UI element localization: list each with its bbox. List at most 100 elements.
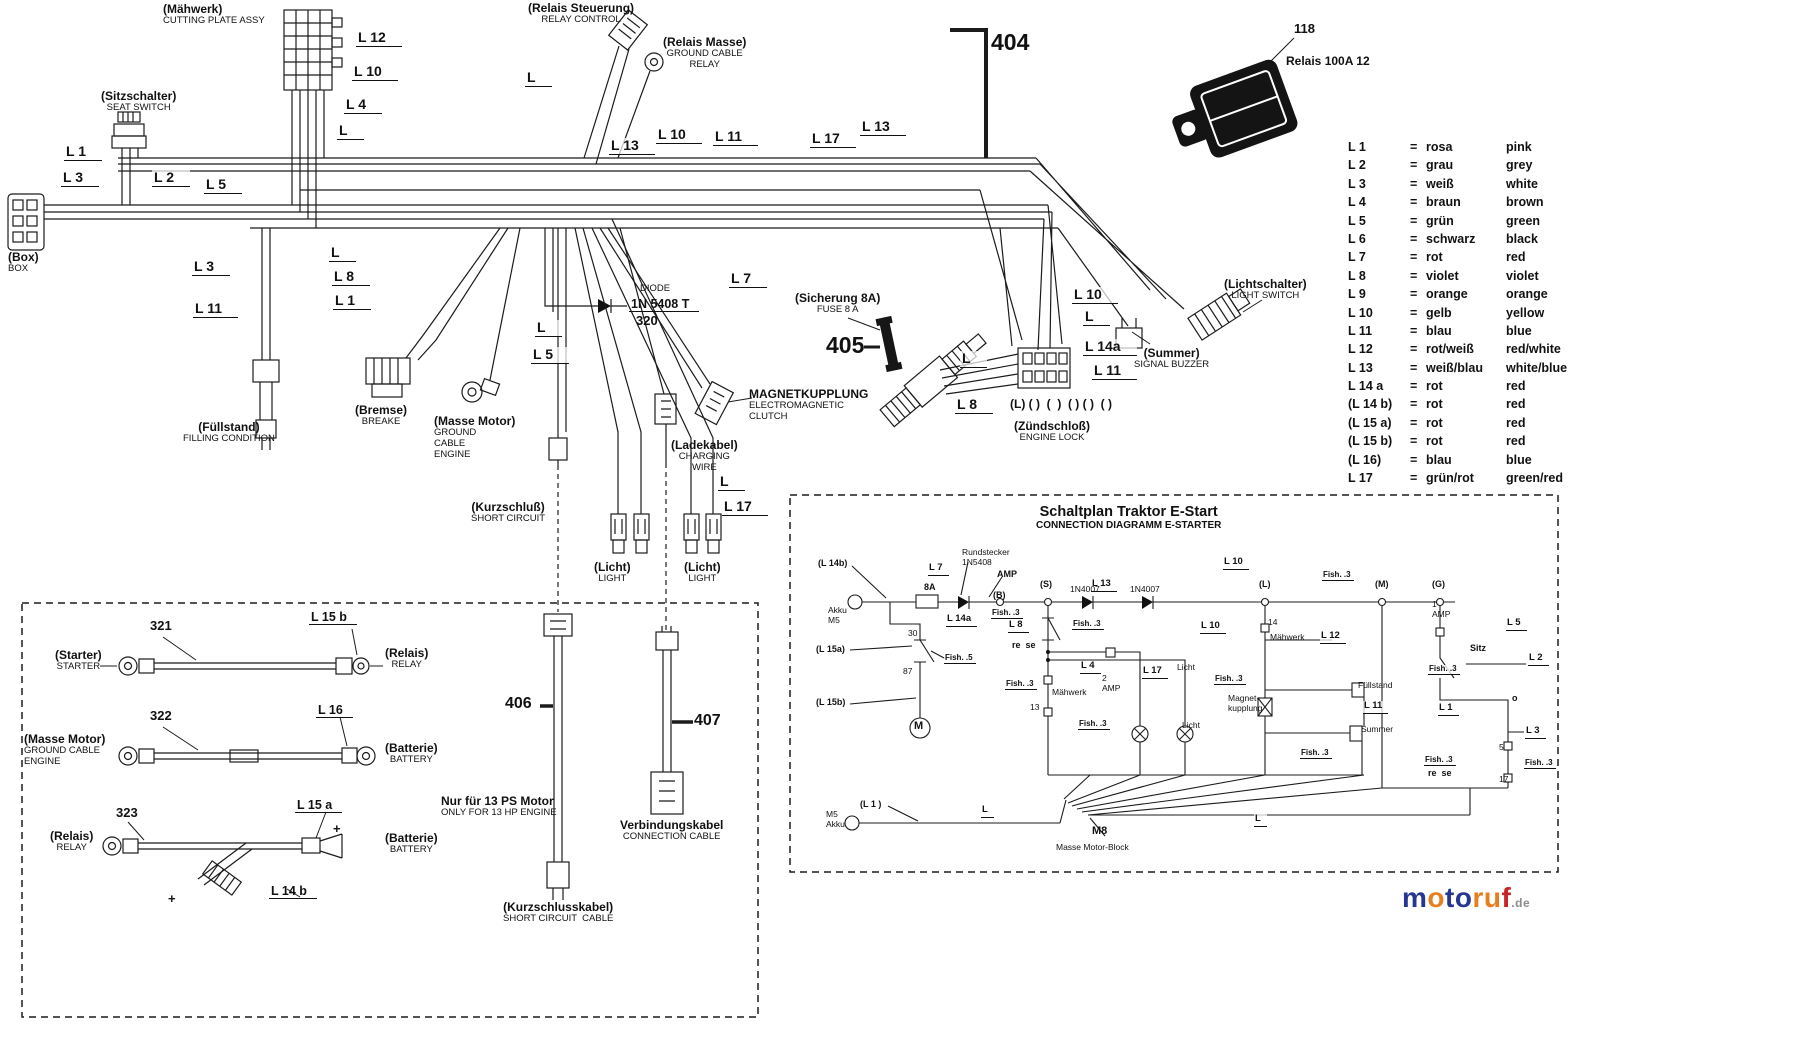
legend-code: L 1 <box>1348 140 1366 154</box>
label-plus-flag-line: + <box>168 891 176 906</box>
label-kurzschluss-line: (Kurzschluß) <box>471 500 545 514</box>
sp-m8-line: M8 <box>1092 825 1108 837</box>
wire-label-l-line: L <box>527 69 536 85</box>
legend-de: schwarz <box>1426 231 1476 246</box>
sp-rundstecker-line: Rundstecker <box>962 547 1010 557</box>
fuellstand-branch <box>252 228 280 450</box>
wire-label-l15a: L 15 a <box>295 798 343 813</box>
sp-wire-l4: L 4 <box>1080 660 1101 674</box>
wire-label-l: L <box>525 69 552 87</box>
label-bremse-line: BREAKE <box>361 416 401 428</box>
sp-diode-1n4007-b-line: 1N4007 <box>1130 584 1160 594</box>
wire-label-l7-line: L 7 <box>731 270 751 286</box>
sp-maehwerk-2: Mähwerk <box>1270 632 1304 643</box>
label-diode-line: DIODE <box>640 283 671 294</box>
dashed-box-schaltplan <box>789 494 1559 873</box>
label-masse-motor-line: GROUND <box>434 427 477 439</box>
sp-fuellstand-line: Füllstand <box>1358 680 1393 690</box>
wire-label-l14b-line: L 14 b <box>271 884 307 898</box>
label-licht-right-line: (Licht) <box>684 560 721 574</box>
legend-de: rot <box>1426 379 1443 394</box>
sp-14-line: 14 <box>1268 617 1278 627</box>
legend-de: blau <box>1426 452 1452 467</box>
wire-label-l1: L 1 <box>64 143 102 161</box>
part-number-404-line: 404 <box>991 29 1030 55</box>
label-maehwerk: (Mähwerk)CUTTING PLATE ASSY <box>163 2 265 27</box>
label-relais-masse-line: RELAY <box>689 59 720 71</box>
logo-suffix: .de <box>1511 896 1531 910</box>
sp-o-line: o <box>1512 693 1518 703</box>
legend-code: L 10 <box>1348 305 1373 320</box>
wire-label-l11-line: L 11 <box>715 128 742 144</box>
legend-en: violet <box>1506 268 1539 283</box>
legend-en: red/white <box>1506 342 1561 357</box>
sp-akku-top-line: Akku <box>828 605 847 615</box>
legend-sep: = <box>1410 195 1418 210</box>
sp-8a-line: 8A <box>924 582 936 592</box>
label-box-line: (Box) <box>8 250 39 264</box>
part-number-320-line: 320 <box>636 313 658 328</box>
sp-l15a-line: (L 15a) <box>816 644 845 654</box>
legend-en: blue <box>1506 323 1532 338</box>
sp-terminal-b-line: (B) <box>993 590 1006 600</box>
sp-8a: 8A <box>924 582 936 592</box>
label-masse-motor-322-line: ENGINE <box>24 756 61 768</box>
wire-label-l4: L 4 <box>344 96 382 114</box>
part-number-404: 404 <box>991 29 1030 56</box>
legend-code: (L 14 b) <box>1348 397 1393 412</box>
fuse-8a <box>847 315 903 373</box>
label-masse-motor-322-line: (Masse Motor) <box>24 732 106 746</box>
label-fuellstand-line: (Füllstand) <box>198 420 260 434</box>
label-licht-left: (Licht)LIGHT <box>594 560 631 585</box>
marker-404-bracket <box>950 28 988 158</box>
sp-fish-10: Fish. .3 <box>1424 755 1456 766</box>
sp-amp-1-line: AMP <box>997 569 1017 579</box>
part-number-406: 406 <box>505 695 532 713</box>
wire-label-l1: L 1 <box>333 292 371 310</box>
label-summer-line: (Summer) <box>1143 346 1200 360</box>
legend-de: rot <box>1426 397 1443 412</box>
legend-sep: = <box>1410 434 1418 449</box>
label-verbindungskabel-line: CONNECTION CABLE <box>622 831 721 843</box>
sp-l15b-line: (L 15b) <box>816 697 846 707</box>
wire-label-l17-line: L 17 <box>724 498 752 514</box>
label-13ps-line: Nur für 13 PS Motor <box>441 794 554 808</box>
label-relais-323-line: (Relais) <box>50 829 94 843</box>
sp-fish-3: Fish. .3 <box>1072 619 1104 630</box>
sp-wire-l11: L 11 <box>1363 700 1389 714</box>
wire-label-l-line: L <box>962 350 971 366</box>
sp-fish-8: Fish. .3 <box>1300 748 1332 759</box>
sp-wire-l7: L 7 <box>928 562 949 576</box>
logo-letter: t <box>1445 882 1455 913</box>
relay-100a-image <box>1172 59 1298 158</box>
legend-sep: = <box>1410 250 1418 265</box>
part-number-118: 118 <box>1294 21 1315 37</box>
label-batterie-323: (Batterie)BATTERY <box>385 831 438 856</box>
wire-label-l10-line: L 10 <box>1074 286 1102 302</box>
sp-terminal-l: (L) <box>1259 579 1271 589</box>
label-masse-motor-322-line: GROUND CABLE <box>24 745 101 757</box>
label-relais-323-line: RELAY <box>56 842 87 854</box>
label-maehwerk-line: CUTTING PLATE ASSY <box>163 15 265 27</box>
wire-label-l-line: L <box>331 244 340 260</box>
legend-de: rot <box>1426 250 1443 265</box>
lights-branch <box>574 218 722 554</box>
sp-motor-m: M <box>914 720 923 732</box>
sp-wire-l14a-line: L 14a <box>947 613 972 624</box>
label-batterie-322: (Batterie)BATTERY <box>385 741 438 766</box>
label-relais-steuerung-line: (Relais Steuerung) <box>528 1 635 15</box>
label-starter-line: STARTER <box>56 661 101 673</box>
legend-en: green/red <box>1506 471 1563 486</box>
sp-wire-l17-line: L 17 <box>1143 665 1162 676</box>
sp-14: 14 <box>1268 617 1278 628</box>
wire-label-l-line: L <box>1085 308 1094 324</box>
wire-label-l10-line: L 10 <box>658 126 686 142</box>
sp-re-se-1: re se <box>1012 640 1036 650</box>
